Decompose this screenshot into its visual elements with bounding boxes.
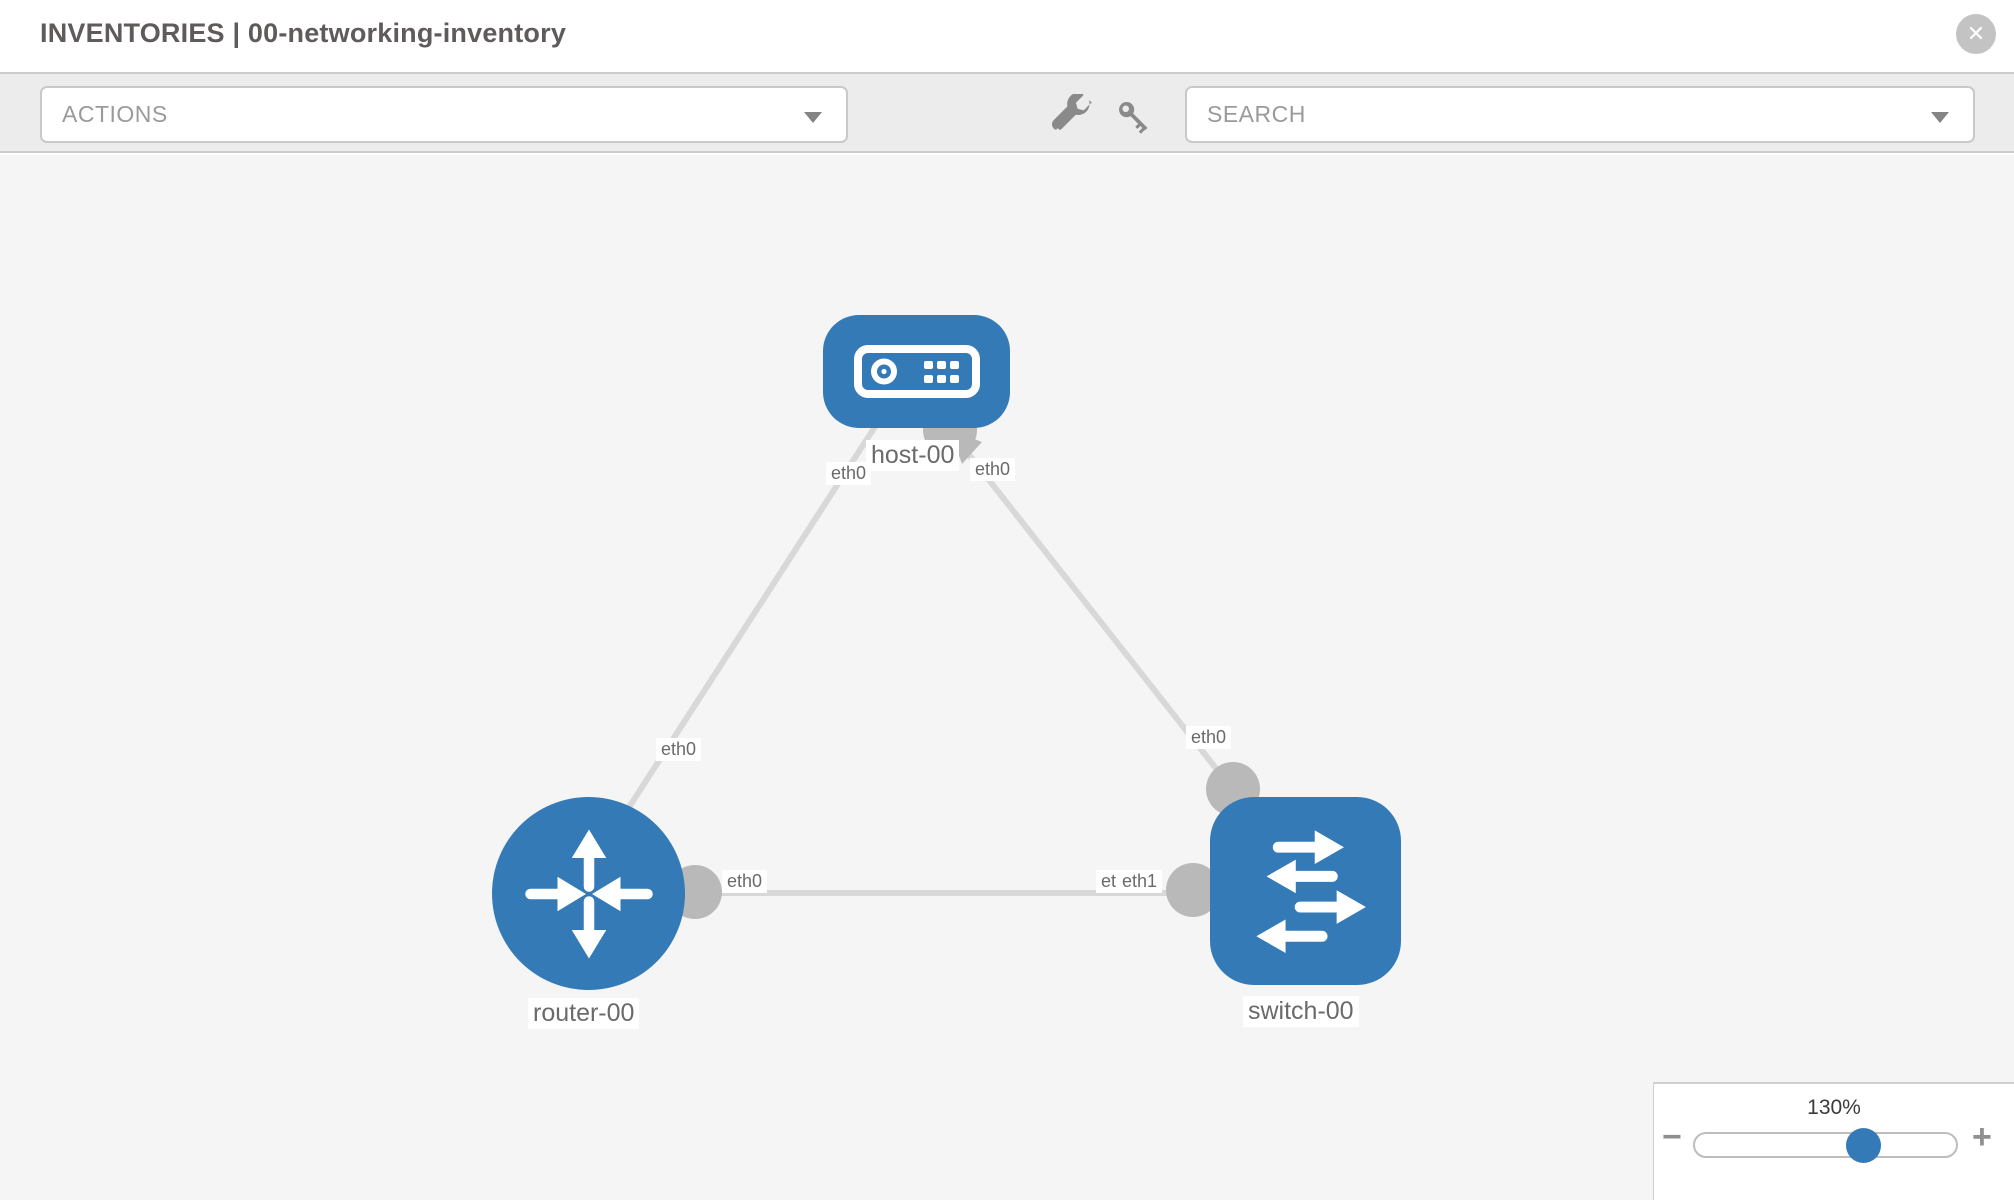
header: INVENTORIES | 00-networking-inventory ✕ bbox=[0, 0, 2014, 72]
zoom-panel: 130% − + bbox=[1653, 1082, 2014, 1200]
node-label-router: router-00 bbox=[528, 998, 640, 1029]
actions-dropdown-label: ACTIONS bbox=[62, 101, 168, 127]
key-icon[interactable] bbox=[1113, 96, 1157, 140]
zoom-slider-track[interactable] bbox=[1693, 1132, 1958, 1158]
node-host-00[interactable] bbox=[823, 315, 1010, 428]
page-title: INVENTORIES | 00-networking-inventory bbox=[40, 18, 567, 48]
topology-canvas[interactable] bbox=[0, 155, 2014, 1200]
toolbar: ACTIONS SEARCH bbox=[0, 72, 2014, 153]
actions-dropdown[interactable]: ACTIONS bbox=[40, 86, 848, 143]
port-label-host-eth0-left: eth0 bbox=[826, 462, 872, 485]
wrench-icon[interactable] bbox=[1052, 94, 1094, 136]
zoom-in-button[interactable]: + bbox=[1972, 1118, 1992, 1156]
zoom-slider-thumb[interactable] bbox=[1846, 1128, 1881, 1163]
router-icon bbox=[524, 829, 653, 958]
chevron-down-icon bbox=[1931, 112, 1949, 123]
zoom-out-button[interactable]: − bbox=[1662, 1118, 1682, 1156]
host-icon bbox=[853, 345, 980, 398]
node-router-00[interactable] bbox=[492, 797, 685, 990]
node-label-host: host-00 bbox=[866, 440, 960, 471]
zoom-level: 130% bbox=[1807, 1096, 1861, 1119]
port-label-host-eth0-right: eth0 bbox=[970, 458, 1016, 481]
search-dropdown[interactable]: SEARCH bbox=[1185, 86, 1975, 143]
node-label-switch: switch-00 bbox=[1243, 996, 1359, 1027]
chevron-down-icon bbox=[804, 112, 822, 123]
search-dropdown-label: SEARCH bbox=[1207, 101, 1306, 127]
switch-icon bbox=[1255, 830, 1366, 954]
port-label-router-eth0: eth0 bbox=[722, 870, 768, 893]
close-x-glyph: ✕ bbox=[1966, 21, 1986, 46]
port-label-router-uplink: eth0 bbox=[656, 738, 702, 761]
port-label-switch-uplink: eth0 bbox=[1186, 726, 1232, 749]
node-switch-00[interactable] bbox=[1210, 797, 1401, 985]
close-icon[interactable]: ✕ bbox=[1956, 14, 1996, 54]
port-label-switch-eth1: eth1 bbox=[1117, 870, 1163, 893]
